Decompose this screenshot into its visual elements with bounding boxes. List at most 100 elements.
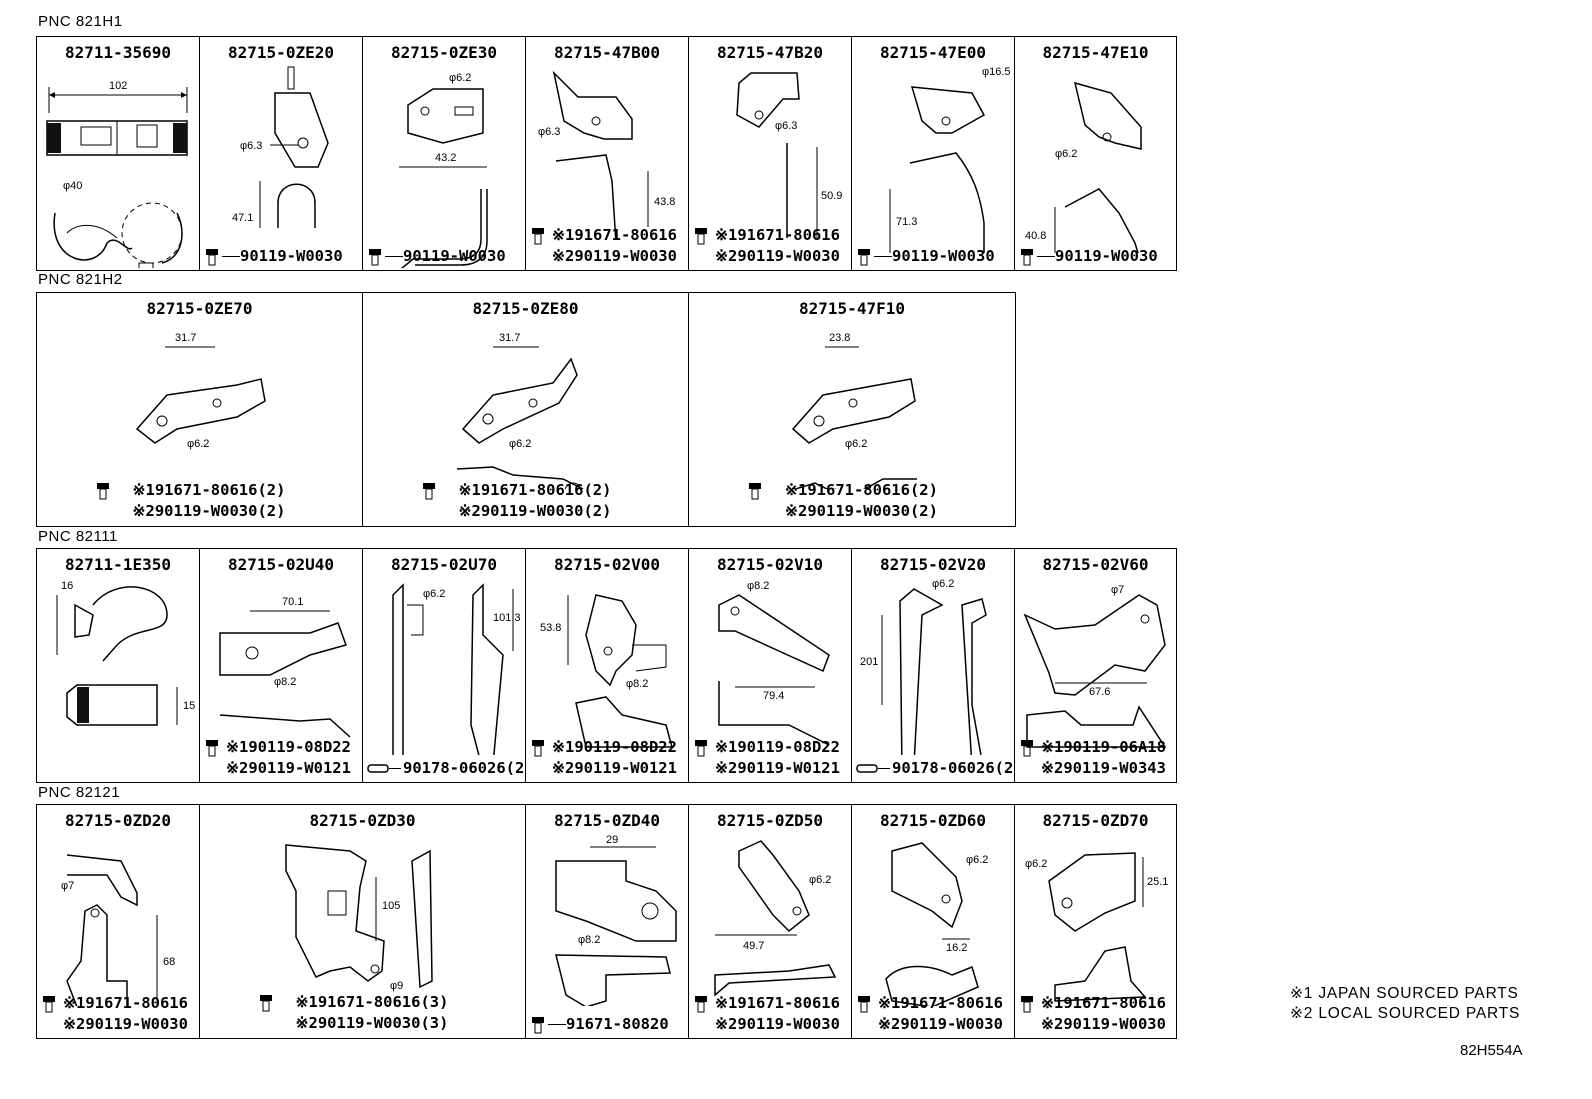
svg-text:105: 105 xyxy=(382,900,400,912)
svg-text:φ8.2: φ8.2 xyxy=(747,580,769,592)
part-cell-82711-35690[interactable]: 82711-35690 102 φ40 xyxy=(37,37,200,270)
part-cell-82715-0ZD20[interactable]: 82715-0ZD20 φ7 68 ※191671-80616 ※290119-… xyxy=(37,805,200,1038)
part-cell-82715-47B20[interactable]: 82715-47B20 φ6.3 50.9 ※191671-80616 ※290… xyxy=(689,37,852,270)
fastener-list: ※191671-80616(2) ※290119-W0030(2) xyxy=(689,480,1015,522)
svg-text:31.7: 31.7 xyxy=(499,332,520,344)
part-cell-82715-0ZD30[interactable]: 82715-0ZD30 105 φ9 ※191671-80616(3) ※290… xyxy=(200,805,526,1038)
fastener-item: 90119-W0030 xyxy=(367,246,523,267)
bracket-drawing: 31.7 φ6.2 xyxy=(135,332,266,450)
part-number: 82715-02U70 xyxy=(391,555,497,574)
svg-text:43.2: 43.2 xyxy=(435,152,456,164)
svg-text:201: 201 xyxy=(860,656,878,668)
bolt-icon xyxy=(695,228,707,245)
part-number: 82715-0ZE80 xyxy=(472,299,579,318)
bracket-drawing: φ6.3 47.1 xyxy=(232,66,329,228)
clip-drawing: 102 φ40 xyxy=(46,80,188,268)
svg-text:φ6.2: φ6.2 xyxy=(809,874,831,886)
bolt-icon xyxy=(858,996,870,1013)
part-cell-82715-0ZD40[interactable]: 82715-0ZD40 29 φ8.2 91671-80820 xyxy=(526,805,689,1038)
fastener-list: ※191671-80616 ※290119-W0030 xyxy=(693,225,849,267)
svg-text:68: 68 xyxy=(163,956,175,968)
part-number: 82715-0ZE70 xyxy=(146,299,253,318)
bracket-drawing: 53.8 φ8.2 xyxy=(540,594,673,748)
fastener-item: ※290119-W0030(2) xyxy=(458,502,612,520)
fastener-list: ※190119-06A18 ※290119-W0343 xyxy=(1019,737,1174,779)
part-cell-82711-1E350[interactable]: 82711-1E350 16 15 xyxy=(37,549,200,782)
part-cell-82715-47F10[interactable]: 82715-47F10 23.8 φ6.2 ※191671-80616(2) ※… xyxy=(689,293,1015,526)
svg-text:53.8: 53.8 xyxy=(540,622,561,634)
fastener-item: ※290119-W0343 xyxy=(1041,759,1166,777)
svg-text:φ7: φ7 xyxy=(1111,584,1124,596)
part-cell-82715-0ZE70[interactable]: 82715-0ZE70 31.7 φ6.2 ※191671-80616(2) ※… xyxy=(37,293,363,526)
fastener-list: 90119-W0030 xyxy=(1019,246,1174,267)
fastener-list: ※190119-08D22 ※290119-W0121 xyxy=(204,737,360,779)
part-cell-82715-02V20[interactable]: 82715-02V20 φ6.2 201 90178-06026(2 xyxy=(852,549,1015,782)
svg-text:16: 16 xyxy=(61,580,73,592)
fastener-item: ※191671-80616(2) xyxy=(95,480,305,501)
bracket-drawing: 23.8 φ6.2 xyxy=(791,332,917,489)
part-number: 82715-0ZD50 xyxy=(717,811,823,830)
fastener-item: 90119-W0030 xyxy=(856,246,1012,267)
fastener-item: ※290119-W0030 xyxy=(715,247,840,265)
pnc-label-821h2: PNC 821H2 xyxy=(38,271,123,288)
part-cell-82715-0ZD70[interactable]: 82715-0ZD70 φ6.2 25.1 ※191671-80616 ※290… xyxy=(1015,805,1176,1038)
bolt-icon xyxy=(96,483,109,500)
part-number: 82715-02U40 xyxy=(228,555,334,574)
fastener-item: ※191671-80616 xyxy=(693,225,849,246)
part-cell-82715-0ZE80[interactable]: 82715-0ZE80 31.7 φ6.2 ※191671-80616(2) ※… xyxy=(363,293,689,526)
part-cell-82715-47B00[interactable]: 82715-47B00 φ6.3 43.8 ※191671-80616 ※290… xyxy=(526,37,689,270)
part-number: 82715-0ZE20 xyxy=(228,43,334,62)
svg-text:50.9: 50.9 xyxy=(821,190,842,202)
legend-japan-sourced: ※1 JAPAN SOURCED PARTS xyxy=(1290,985,1519,1002)
fastener-item: ※190119-08D22 xyxy=(530,737,686,758)
part-cell-82715-47E10[interactable]: 82715-47E10 φ6.2 40.8 90119-W0030 xyxy=(1015,37,1176,270)
svg-text:101.3: 101.3 xyxy=(493,612,521,624)
part-cell-82715-0ZD50[interactable]: 82715-0ZD50 φ6.2 49.7 ※191671-80616 ※290… xyxy=(689,805,852,1038)
clip-drawing: 16 15 xyxy=(56,580,195,726)
part-number: 82711-1E350 xyxy=(65,555,171,574)
svg-text:φ6.2: φ6.2 xyxy=(423,588,445,600)
fastener-list: ※191671-80616 ※290119-W0030 xyxy=(41,993,197,1035)
fastener-list: ※191671-80616 ※290119-W0030 xyxy=(1019,993,1174,1035)
part-cell-82715-02U40[interactable]: 82715-02U40 70.1 φ8.2 ※190119-08D22 ※290… xyxy=(200,549,363,782)
fastener-item: ※290119-W0121 xyxy=(552,759,677,777)
part-number: 82715-0ZD20 xyxy=(65,811,171,830)
fastener-item: ※191671-80616(3) xyxy=(258,992,468,1013)
bolt-icon xyxy=(858,249,870,266)
fastener-list: 90119-W0030 xyxy=(856,246,1012,267)
bracket-drawing: φ7 68 xyxy=(61,854,175,1006)
fastener-item: ※290119-W0030 xyxy=(878,1015,1003,1033)
svg-text:φ8.2: φ8.2 xyxy=(274,676,296,688)
fastener-list: 90119-W0030 xyxy=(204,246,360,267)
bracket-drawing: φ6.3 50.9 xyxy=(736,72,842,238)
bolt-icon xyxy=(532,740,544,757)
fastener-list: ※190119-08D22 ※290119-W0121 xyxy=(693,737,849,779)
part-cell-82715-02V60[interactable]: 82715-02V60 φ7 67.6 ※190119-06A18 ※29011… xyxy=(1015,549,1176,782)
svg-text:71.3: 71.3 xyxy=(896,216,917,228)
fastener-list: ※191671-80616(2) ※290119-W0030(2) xyxy=(37,480,362,522)
parts-row-821h1: 82711-35690 102 φ40 82715-0ZE20 xyxy=(36,36,1177,271)
bracket-drawing: φ6.2 101.3 xyxy=(392,583,521,755)
fastener-list: ※191671-80616 ※290119-W0030 xyxy=(856,993,1012,1035)
fastener-item: ※191671-80616(2) xyxy=(421,480,631,501)
fastener-item: 90178-06026(2 xyxy=(367,758,524,779)
part-cell-82715-0ZD60[interactable]: 82715-0ZD60 φ6.2 16.2 ※191671-80616 ※290… xyxy=(852,805,1015,1038)
svg-text:102: 102 xyxy=(109,80,127,92)
part-cell-82715-0ZE30[interactable]: 82715-0ZE30 φ6.2 43.2 90119-W0030 xyxy=(363,37,526,270)
bracket-drawing: φ8.2 79.4 xyxy=(718,580,830,746)
svg-text:23.8: 23.8 xyxy=(829,332,850,344)
svg-text:φ6.3: φ6.3 xyxy=(775,120,797,132)
fastener-item: ※191671-80616 xyxy=(1019,993,1174,1014)
fastener-list: ※190119-08D22 ※290119-W0121 xyxy=(530,737,686,779)
part-cell-82715-02V10[interactable]: 82715-02V10 φ8.2 79.4 ※190119-08D22 ※290… xyxy=(689,549,852,782)
part-cell-82715-0ZE20[interactable]: 82715-0ZE20 φ6.3 47.1 90119-W0030 xyxy=(200,37,363,270)
part-cell-82715-02V00[interactable]: 82715-02V00 53.8 φ8.2 ※190119-08D22 ※290… xyxy=(526,549,689,782)
part-cell-82715-02U70[interactable]: 82715-02U70 φ6.2 101.3 90178-06026(2 xyxy=(363,549,526,782)
svg-text:31.7: 31.7 xyxy=(175,332,196,344)
bolt-icon xyxy=(1021,249,1033,266)
fastener-item: ※290119-W0121 xyxy=(715,759,840,777)
fastener-list: ※191671-80616(2) ※290119-W0030(2) xyxy=(363,480,688,522)
drawing-code: 82H554A xyxy=(1460,1042,1523,1059)
part-number: 82715-02V10 xyxy=(717,555,823,574)
part-cell-82715-47E00[interactable]: 82715-47E00 φ16.5 71.3 90119-W0030 xyxy=(852,37,1015,270)
